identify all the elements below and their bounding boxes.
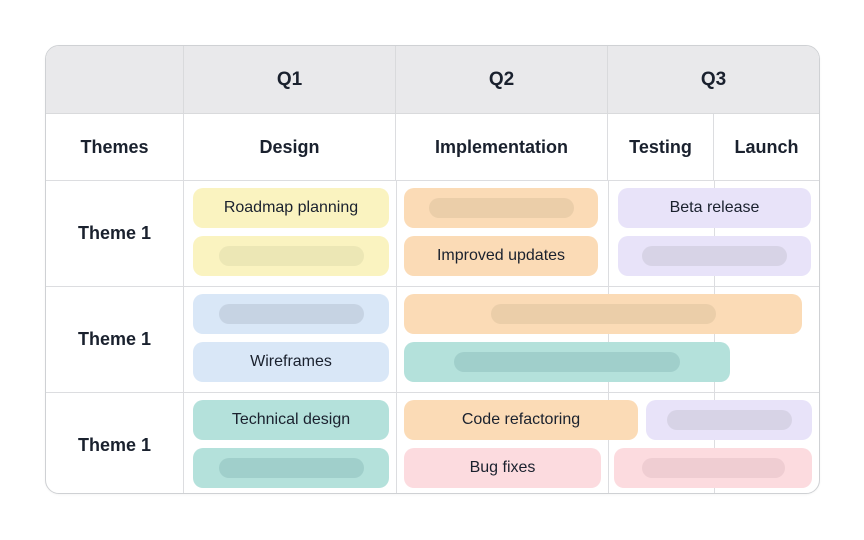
phase-header-design: Design [184,114,396,180]
bar-label: Roadmap planning [223,199,359,216]
bar-label: Improved updates [436,247,566,264]
roadmap-table: Q1 Q2 Q3 Themes Design Implementation Te… [45,45,820,494]
theme-label: Theme 1 [46,181,184,286]
placeholder-pill [218,246,364,266]
roadmap-bar[interactable]: Wireframes [193,342,389,382]
phase-header-row: Themes Design Implementation Testing Lau… [46,114,819,181]
roadmap-bar[interactable] [193,448,389,488]
roadmap-bar[interactable] [404,188,598,228]
column-divider [608,287,609,392]
bar-label: Wireframes [250,353,332,370]
theme-label: Theme 1 [46,393,184,493]
column-divider [396,393,397,493]
placeholder-pill [454,352,680,372]
roadmap-bar[interactable] [404,294,802,334]
placeholder-pill [666,410,792,430]
bar-label: Beta release [669,199,760,216]
roadmap-bar[interactable] [618,236,811,276]
roadmap-bar[interactable]: Roadmap planning [193,188,389,228]
themes-column-header: Themes [46,114,184,180]
roadmap-bar[interactable]: Improved updates [404,236,598,276]
column-divider [714,287,715,392]
column-divider [396,181,397,286]
corner-cell [46,46,184,113]
phase-header-testing: Testing [608,114,714,180]
placeholder-pill [218,458,364,478]
roadmap-bar[interactable]: Code refactoring [404,400,638,440]
roadmap-bar[interactable]: Beta release [618,188,811,228]
placeholder-pill [642,246,787,266]
placeholder-pill [490,304,716,324]
placeholder-pill [428,198,574,218]
column-divider [714,393,715,493]
phase-header-implementation: Implementation [396,114,608,180]
column-divider [608,181,609,286]
quarter-header-q3: Q3 [700,68,727,90]
column-divider [608,393,609,493]
bar-label: Technical design [231,411,351,428]
column-divider [714,181,715,286]
placeholder-pill [641,458,785,478]
column-divider [396,287,397,392]
bar-label: Code refactoring [461,411,581,428]
theme-label: Theme 1 [46,287,184,392]
roadmap-bar[interactable]: Bug fixes [404,448,601,488]
quarter-header-row: Q1 Q2 Q3 [46,46,819,114]
phase-header-launch: Launch [734,136,799,157]
bar-label: Bug fixes [469,459,536,476]
roadmap-bar[interactable] [614,448,812,488]
roadmap-bar[interactable] [646,400,812,440]
roadmap-bar[interactable] [404,342,730,382]
quarter-header-q2: Q2 [396,46,608,113]
roadmap-bar[interactable]: Technical design [193,400,389,440]
table-row: Theme 1 Wireframes [46,287,819,393]
roadmap-bar[interactable] [193,294,389,334]
placeholder-pill [218,304,364,324]
roadmap-bar[interactable] [193,236,389,276]
row-bars: Wireframes [184,287,819,392]
quarter-header-q1: Q1 [184,46,396,113]
